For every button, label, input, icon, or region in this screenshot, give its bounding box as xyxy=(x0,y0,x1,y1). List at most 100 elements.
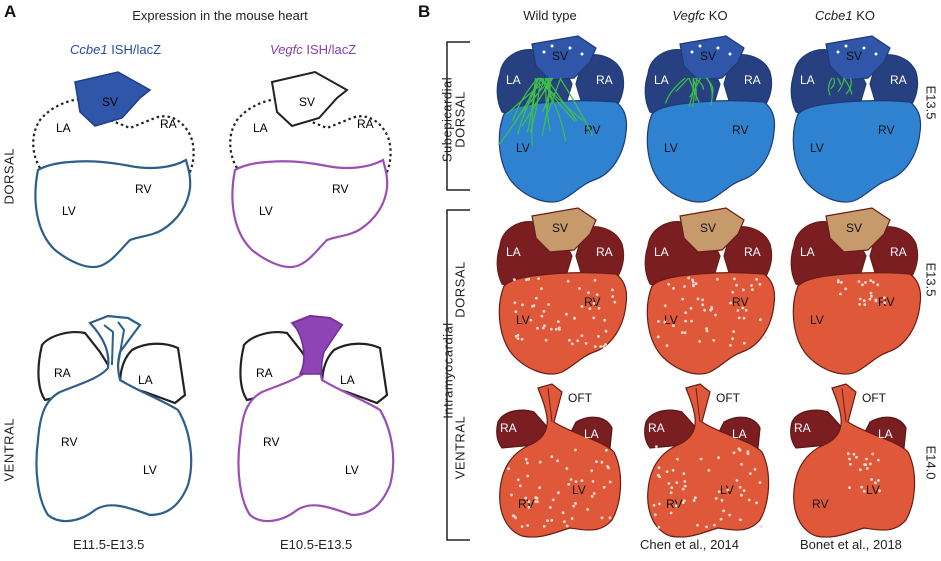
cell-dot xyxy=(858,468,862,472)
cell-dot xyxy=(565,467,569,470)
b-col3-gene: Ccbe1 xyxy=(815,8,853,23)
b-lv-label: LV xyxy=(572,483,586,497)
cell-dot xyxy=(735,283,738,287)
b-col3-header: Ccbe1 KO xyxy=(800,8,890,23)
cell-dot xyxy=(576,339,580,343)
cell-dot xyxy=(696,523,699,527)
vessel-branch xyxy=(533,77,550,107)
cell-dot xyxy=(846,452,850,456)
cell-dot xyxy=(683,331,687,335)
cell-dot xyxy=(656,473,660,477)
col1-header: Ccbe1 ISH/lacZ xyxy=(70,42,161,57)
cell-dot xyxy=(742,341,746,345)
cell-dot xyxy=(750,284,753,287)
vessel-branch xyxy=(506,77,550,115)
cell-dot xyxy=(720,498,724,502)
cell-dot xyxy=(669,491,673,495)
b-ra-label: RA xyxy=(648,421,665,435)
cell-dot xyxy=(534,500,538,503)
cell-dot xyxy=(669,511,673,515)
cell-dot xyxy=(736,309,740,312)
cell-dot xyxy=(883,296,886,300)
cell-dot xyxy=(556,459,559,463)
cell-dot xyxy=(742,316,746,320)
cell-dot xyxy=(526,524,529,527)
cell-dot xyxy=(758,282,762,286)
a3-la-label: LA xyxy=(138,373,153,387)
col1-method: ISH/lacZ xyxy=(107,42,162,57)
cell-dot xyxy=(869,291,873,295)
cell-dot xyxy=(548,506,552,509)
cell-dot xyxy=(870,294,873,298)
cell-dot xyxy=(597,306,601,310)
cell-dot xyxy=(516,478,520,482)
b-rv-label: RV xyxy=(878,123,894,137)
cell-dot xyxy=(550,455,554,459)
cell-dot xyxy=(684,311,688,315)
cell-dot xyxy=(514,310,518,314)
cell-dot xyxy=(592,492,596,495)
vessel-branch xyxy=(675,77,689,92)
cell-dot xyxy=(653,513,657,517)
cell-dot xyxy=(565,524,569,528)
cell-dot xyxy=(586,508,590,511)
vessel-branch xyxy=(541,77,552,137)
cell-dot xyxy=(542,309,546,313)
vessel-branch xyxy=(545,77,551,132)
a-vegfc-ventral-heart xyxy=(237,314,395,523)
cell-dot xyxy=(684,319,687,323)
cell-dot xyxy=(692,499,696,502)
cell-dot xyxy=(540,314,544,318)
cell-dot xyxy=(862,489,866,493)
sv-dot xyxy=(580,52,584,56)
cell-dot xyxy=(719,517,723,521)
cell-dot xyxy=(551,498,555,502)
b-ra-label: RA xyxy=(596,73,613,87)
cell-dot xyxy=(566,279,570,283)
cell-dot xyxy=(748,472,752,475)
a1-sv-label: SV xyxy=(102,95,118,109)
b-sv-label: SV xyxy=(846,221,862,235)
cell-dot xyxy=(712,338,716,342)
cell-dot xyxy=(563,520,566,524)
panel-a-letter: A xyxy=(4,2,17,21)
panel-a-title: Expression in the mouse heart xyxy=(132,8,308,23)
cell-dot xyxy=(520,337,524,341)
b-ra-label: RA xyxy=(744,245,761,259)
cell-dot xyxy=(674,504,678,508)
cell-dot xyxy=(592,302,596,305)
cell-dot xyxy=(848,486,851,489)
vessel-branch xyxy=(845,77,852,95)
cell-dot xyxy=(755,501,758,505)
cell-dot xyxy=(683,484,687,488)
cell-dot xyxy=(600,460,604,464)
cell-dot xyxy=(672,286,675,290)
cell-dot xyxy=(511,514,515,517)
vessel-branch xyxy=(688,77,700,104)
b-rv-label: RV xyxy=(584,295,600,309)
stage2-label: E10.5-E13.5 xyxy=(280,537,353,552)
cell-dot xyxy=(538,460,542,464)
a3-ra-label: RA xyxy=(54,366,71,380)
cell-dot xyxy=(524,496,528,500)
cell-dot xyxy=(707,468,711,472)
cell-dot xyxy=(670,486,674,490)
b-ra-label: RA xyxy=(596,245,613,259)
cell-dot xyxy=(871,452,875,456)
b-rv-label: RV xyxy=(732,123,748,137)
cell-dot xyxy=(574,448,577,452)
b-sv-label: SV xyxy=(700,221,716,235)
b-rv-label: RV xyxy=(732,295,748,309)
vessel-branch xyxy=(541,77,567,142)
cell-dot xyxy=(701,303,705,307)
b-sv-label: SV xyxy=(552,221,568,235)
vessel-branch xyxy=(694,77,705,90)
cell-dot xyxy=(613,300,617,304)
cell-dot xyxy=(876,458,880,462)
cell-dot xyxy=(683,285,686,288)
cell-dot xyxy=(591,480,595,483)
b-col2-suffix: KO xyxy=(705,8,728,23)
cell-dot xyxy=(861,283,864,287)
b-ra-label: RA xyxy=(890,245,907,259)
